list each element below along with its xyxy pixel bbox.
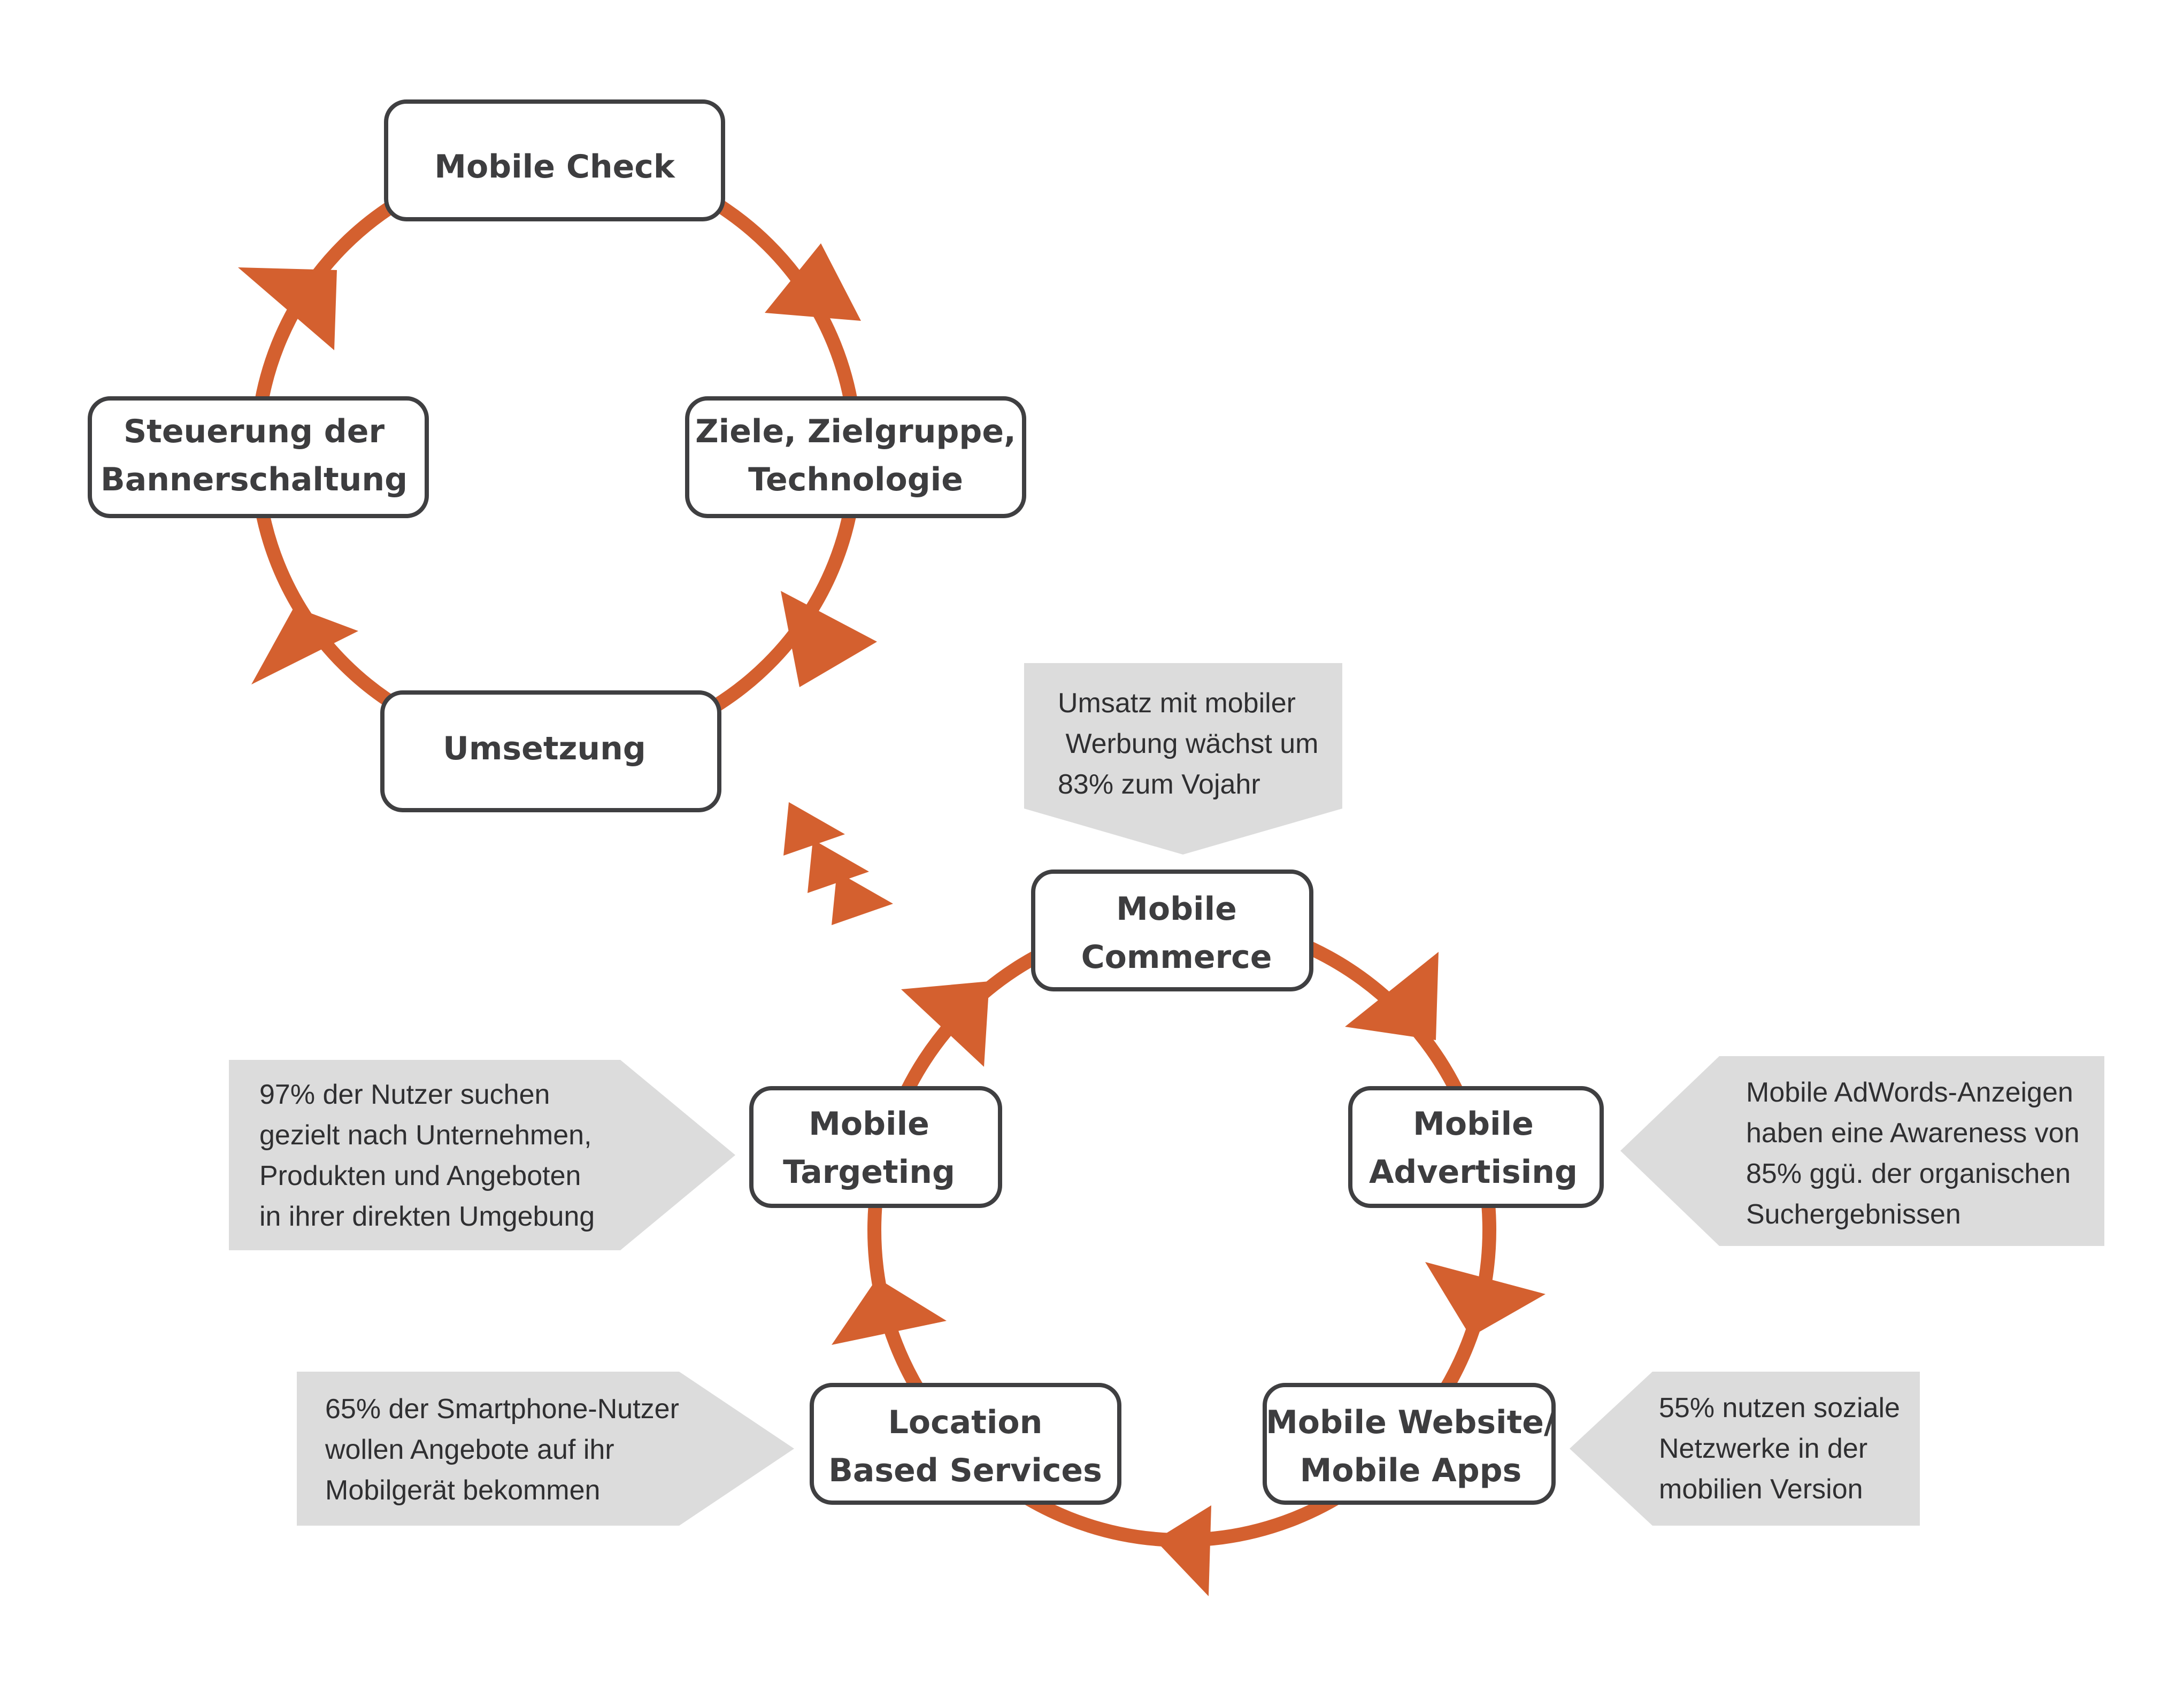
callout-line: Mobile AdWords-Anzeigen [1746, 1077, 2073, 1108]
node-steuerung-bannerschaltung: Steuerung der Bannerschaltung [88, 396, 429, 518]
callout-shape [229, 1060, 735, 1250]
node-box [749, 1086, 1002, 1208]
node-location-based-services: Location Based Services [810, 1383, 1121, 1505]
chevron-icon [808, 840, 869, 893]
node-label: Umsetzung [443, 730, 646, 767]
node-label: Targeting [783, 1153, 955, 1191]
callout-line: mobilien Version [1659, 1474, 1863, 1505]
arrowhead-icon [1345, 952, 1439, 1040]
node-ziele-zielgruppe-technologie: Ziele, Zielgruppe, Technologie [685, 396, 1026, 518]
callout-line: Werbung wächst um [1058, 728, 1318, 759]
callout-line: Mobilgerät bekommen [325, 1475, 600, 1506]
node-label: Location [888, 1404, 1043, 1441]
node-label: Advertising [1369, 1153, 1578, 1191]
arrowhead-icon [901, 981, 989, 1067]
node-mobile-commerce: Mobile Commerce [1031, 870, 1313, 991]
callout-line: 65% der Smartphone-Nutzer [325, 1394, 679, 1425]
callout-line: 97% der Nutzer suchen [259, 1079, 550, 1110]
node-label: Mobile [1413, 1105, 1534, 1143]
callout-shape [1620, 1056, 2104, 1246]
arrowhead-icon [238, 267, 337, 350]
callout-line: 85% ggü. der organischen [1746, 1158, 2071, 1189]
node-label: Commerce [1081, 938, 1272, 976]
callout-smartphone-nutzer: 65% der Smartphone-Nutzer wollen Angebot… [297, 1372, 794, 1526]
callout-umsatz: Umsatz mit mobiler Werbung wächst um 83%… [1024, 663, 1342, 855]
arrowhead-icon [832, 1278, 947, 1345]
node-box [380, 690, 721, 812]
top-cycle: Mobile Check Ziele, Zielgruppe, Technolo… [88, 99, 1026, 812]
callout-line: gezielt nach Unternehmen, [259, 1120, 592, 1151]
arrowhead-icon [765, 243, 861, 321]
callout-line: wollen Angebote auf ihr [325, 1434, 614, 1465]
node-label: Based Services [828, 1452, 1102, 1489]
node-box [384, 99, 725, 221]
arrowhead-icon [1155, 1505, 1211, 1596]
node-label: Mobile [809, 1105, 929, 1143]
callout-line: haben eine Awareness von [1746, 1118, 2080, 1149]
node-label: Steuerung der [124, 413, 385, 450]
node-label: Bannerschaltung [101, 461, 407, 498]
callout-line: 55% nutzen soziale [1659, 1392, 1900, 1424]
bottom-cycle: Mobile Commerce Mobile Advertising Mobil… [749, 870, 1604, 1596]
node-mobile-check: Mobile Check [384, 99, 725, 221]
node-label: Ziele, Zielgruppe, [695, 413, 1016, 450]
transition-chevrons [783, 802, 893, 925]
chevron-icon [783, 802, 845, 856]
callout-line: in ihrer direkten Umgebung [259, 1201, 595, 1232]
node-umsetzung: Umsetzung [380, 690, 721, 812]
callout-shape [1024, 663, 1342, 855]
node-label: Mobile [1116, 890, 1237, 928]
node-label: Technologie [748, 461, 963, 498]
node-box [1263, 1383, 1556, 1505]
callout-line: Umsatz mit mobiler [1058, 688, 1296, 719]
arrowhead-icon [781, 591, 877, 687]
callout-line: Netzwerke in der [1659, 1433, 1867, 1464]
node-box [685, 396, 1026, 518]
chevron-icon [832, 872, 893, 925]
node-mobile-advertising: Mobile Advertising [1348, 1086, 1604, 1208]
callout-line: Suchergebnissen [1746, 1199, 1961, 1230]
arrowhead-icon [251, 607, 358, 684]
callout-adwords: Mobile AdWords-Anzeigen haben eine Aware… [1620, 1056, 2104, 1246]
callout-nutzer-suchen: 97% der Nutzer suchen gezielt nach Unter… [229, 1060, 735, 1250]
node-box [1031, 870, 1313, 991]
callout-shape [297, 1372, 794, 1526]
node-box [88, 396, 429, 518]
callout-shape [1570, 1372, 1920, 1526]
arrowhead-icon [1425, 1262, 1546, 1337]
node-box [810, 1383, 1121, 1505]
node-label: Mobile Check [434, 148, 676, 186]
node-mobile-targeting: Mobile Targeting [749, 1086, 1002, 1208]
callout-line: 83% zum Vojahr [1058, 769, 1260, 800]
node-label: Mobile Website/ [1266, 1404, 1556, 1441]
callout-line: Produkten und Angeboten [259, 1160, 581, 1191]
node-box [1348, 1086, 1604, 1208]
node-mobile-website-apps: Mobile Website/ Mobile Apps [1263, 1383, 1556, 1505]
node-label: Mobile Apps [1300, 1452, 1522, 1489]
callout-soziale-netzwerke: 55% nutzen soziale Netzwerke in der mobi… [1570, 1372, 1920, 1526]
